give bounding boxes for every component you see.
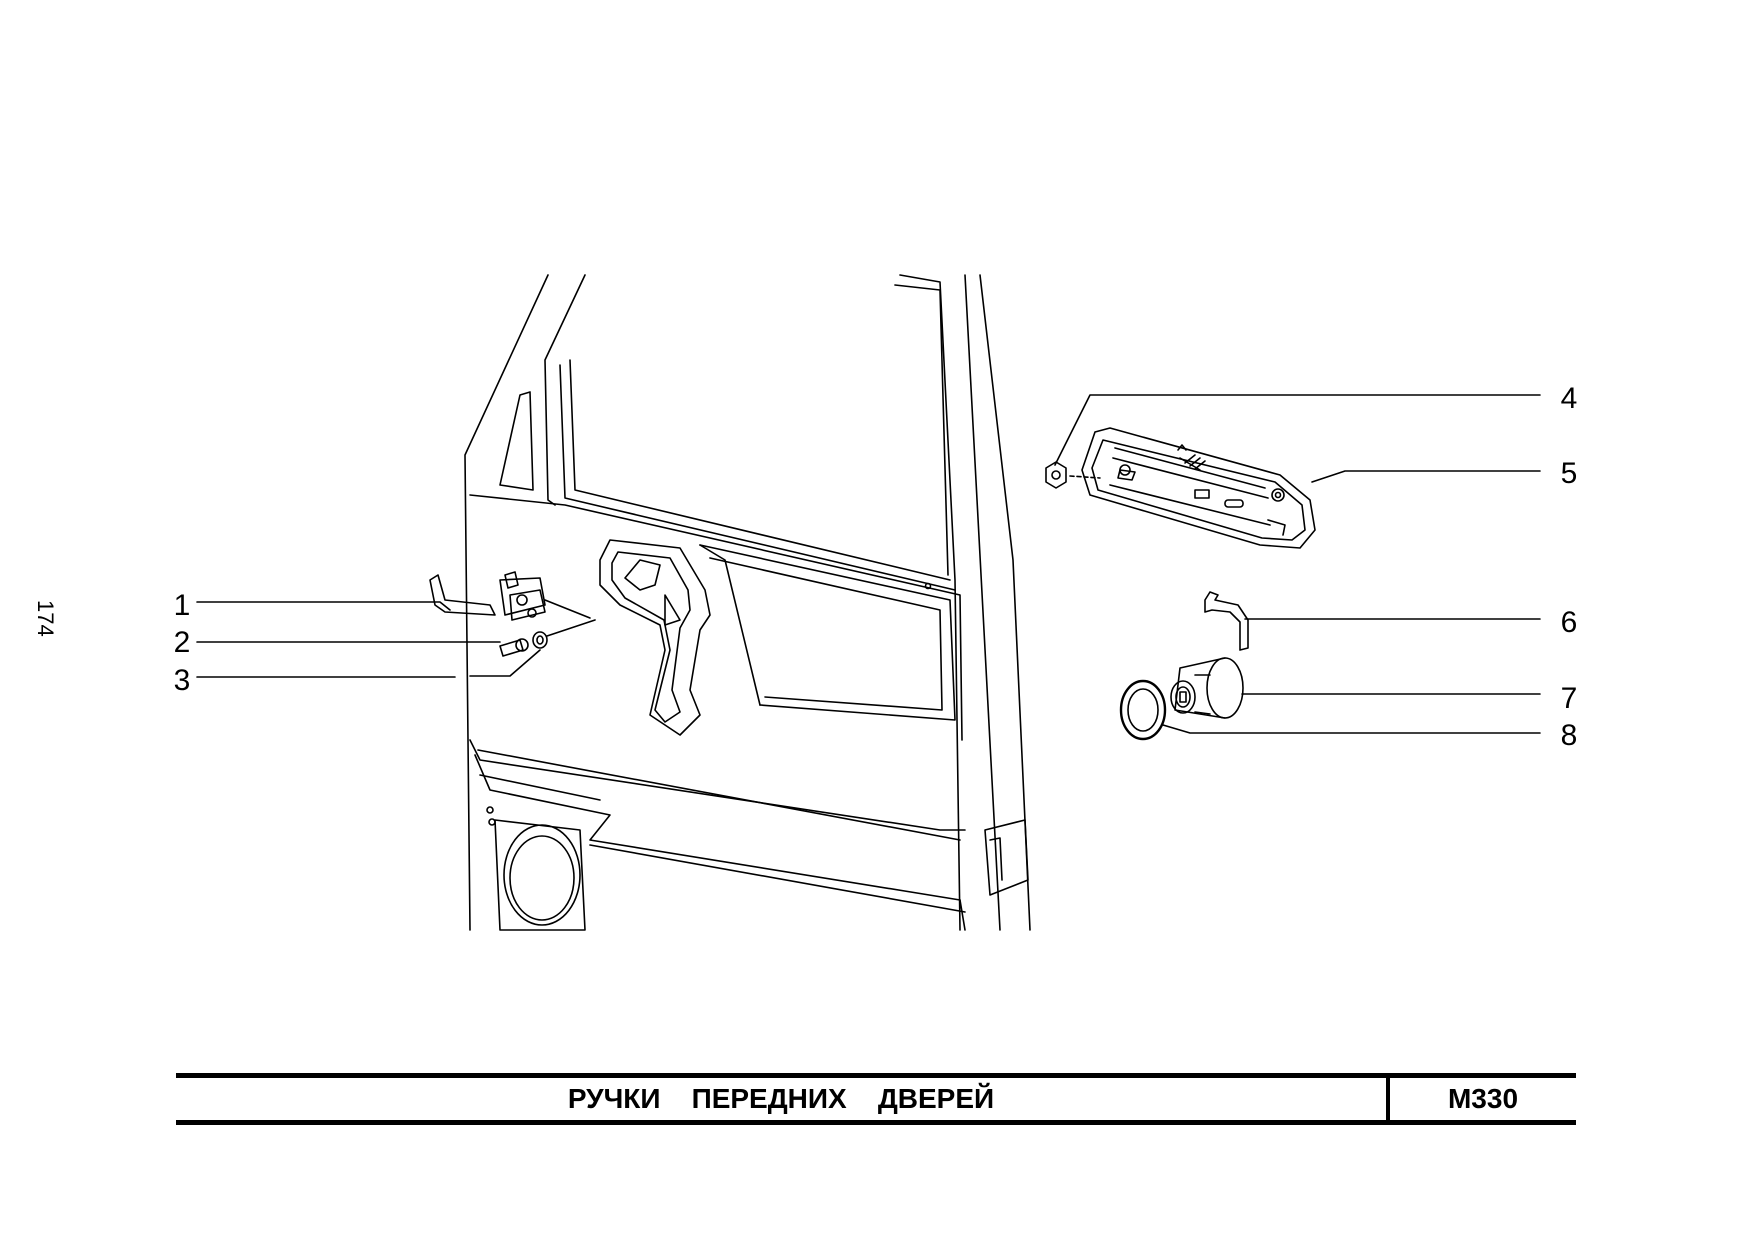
gasket-ring (1119, 679, 1167, 741)
washer (532, 619, 596, 649)
callout-8: 8 (1560, 719, 1578, 752)
leader-lines (196, 394, 1541, 734)
callout-1: 1 (173, 589, 191, 622)
diagram-title: РУЧКИ ПЕРЕДНИХ ДВЕРЕЙ (567, 1083, 995, 1114)
catalog-code: M330 (1447, 1083, 1519, 1114)
callout-7: 7 (1560, 682, 1578, 715)
title-divider (1386, 1078, 1390, 1120)
outer-door-handle (1081, 427, 1316, 549)
door-panel (464, 274, 1031, 931)
inner-door-handle (429, 571, 591, 621)
callout-4: 4 (1560, 382, 1578, 415)
nut (1045, 461, 1101, 489)
lock-cylinder (1170, 657, 1244, 719)
callout-2: 2 (173, 626, 191, 659)
leader-line-3b (469, 649, 541, 677)
leader-line-5 (1311, 470, 1541, 483)
leader-line-8 (1162, 724, 1541, 734)
callout-6: 6 (1560, 606, 1578, 639)
callout-5: 5 (1560, 457, 1578, 490)
title-block: РУЧКИ ПЕРЕДНИХ ДВЕРЕЙ M330 (176, 1073, 1576, 1125)
callout-3: 3 (173, 664, 191, 697)
leader-line-4 (1054, 394, 1541, 466)
retaining-clip (1204, 591, 1249, 651)
screw (499, 638, 529, 657)
leader-line-1 (196, 601, 451, 611)
